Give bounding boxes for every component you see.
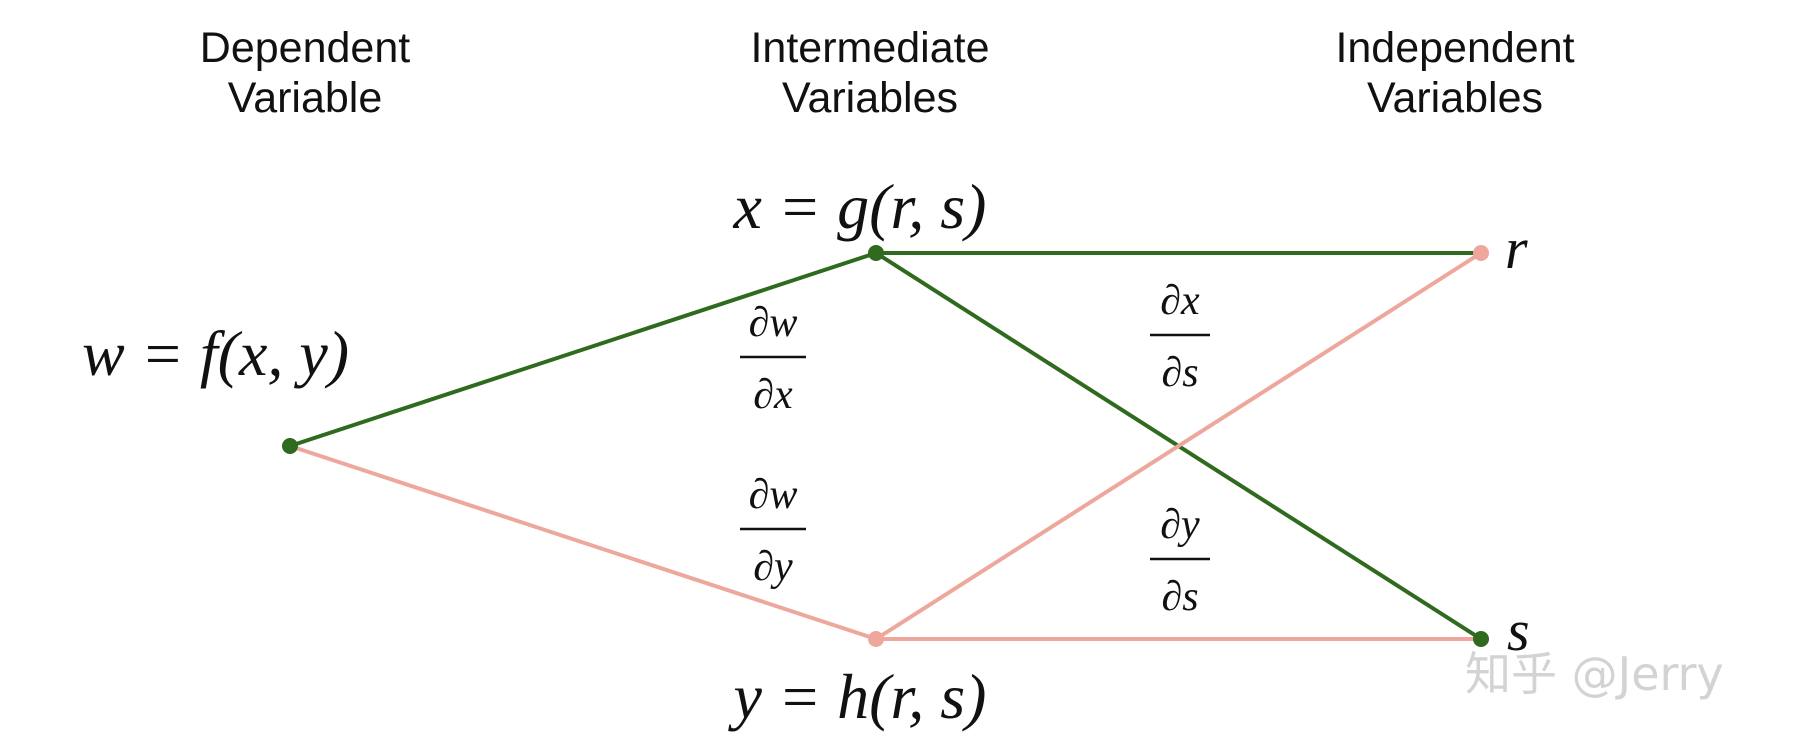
heading-independent-line2: Variables: [1367, 74, 1543, 122]
heading-independent: Independent Variables: [1335, 24, 1574, 122]
fraction-dx-ds: ∂x ∂s: [1150, 278, 1210, 396]
node-w-label: w = f(x, y): [82, 318, 349, 389]
heading-intermediate: Intermediate Variables: [750, 24, 989, 122]
node-w-dot: [282, 438, 298, 454]
fraction-dw-dx-denominator: ∂x: [753, 372, 793, 418]
edge-w-to-y: [289, 444, 877, 641]
node-x-dot: [868, 245, 884, 261]
heading-dependent: Dependent Variable: [200, 24, 410, 122]
fraction-dw-dy-numerator: ∂w: [749, 472, 798, 518]
watermark-text: 知乎 @Jerry: [1465, 647, 1724, 701]
fraction-dy-ds-denominator: ∂s: [1161, 574, 1198, 620]
node-y-label: y = h(r, s): [728, 661, 987, 732]
heading-intermediate-line2: Variables: [782, 74, 958, 122]
fraction-dx-ds-denominator: ∂s: [1161, 350, 1198, 396]
fraction-dw-dy: ∂w ∂y: [740, 472, 806, 590]
fraction-dx-ds-numerator: ∂x: [1160, 278, 1200, 324]
heading-dependent-line2: Variable: [228, 74, 383, 122]
node-s-dot: [1473, 631, 1489, 647]
node-r-label: r: [1505, 216, 1528, 281]
node-s-label: s: [1507, 598, 1530, 663]
heading-independent-line1: Independent: [1335, 24, 1574, 72]
node-y-dot: [868, 631, 884, 647]
node-x-label: x = g(r, s): [733, 171, 987, 242]
fraction-dy-ds: ∂y ∂s: [1150, 502, 1210, 620]
fraction-dw-dx-numerator: ∂w: [749, 300, 798, 346]
heading-dependent-line1: Dependent: [200, 24, 410, 72]
node-r-dot: [1473, 245, 1489, 261]
edge-y-to-r: [874, 251, 1483, 641]
heading-intermediate-line1: Intermediate: [750, 24, 989, 72]
fraction-dw-dx: ∂w ∂x: [740, 300, 806, 418]
edge-w-to-x: [289, 251, 877, 448]
fraction-dy-ds-numerator: ∂y: [1160, 502, 1200, 548]
fraction-dw-dy-denominator: ∂y: [753, 544, 793, 590]
